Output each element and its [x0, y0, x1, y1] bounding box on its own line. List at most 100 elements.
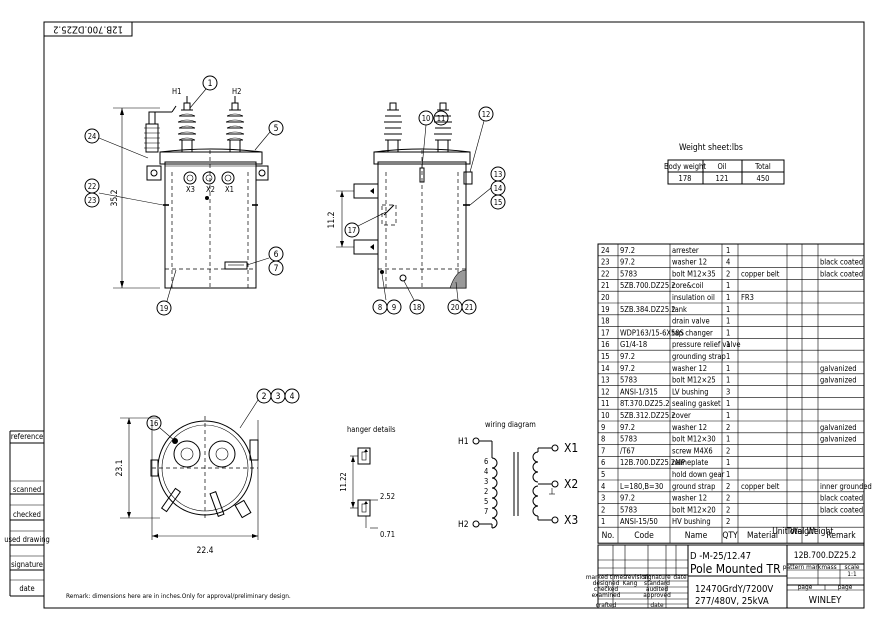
bom-row-qty: 1: [726, 364, 730, 373]
bom-row-code: 5ZB.384.DZ25.2: [620, 305, 676, 314]
bom-row-no: 23: [601, 258, 610, 267]
bom-row-no: 20: [601, 293, 610, 302]
weight-header-oil: Oil: [717, 162, 726, 171]
bom-row-qty: 1: [726, 352, 730, 361]
bom-row-qty: 2: [726, 482, 730, 491]
bom-row-remark: galvanized: [820, 423, 857, 432]
tb-marked: marked times: [586, 573, 626, 581]
balloon-22: 22: [88, 182, 97, 191]
side-label-scanned: scanned: [13, 485, 41, 494]
bom-row-code: 97.2: [620, 423, 635, 432]
bom-row-code: ANSI-15/50: [620, 517, 658, 526]
balloon-14: 14: [494, 184, 503, 193]
wiring-x3: X3: [564, 513, 578, 527]
side-label-checked: checked: [13, 510, 41, 519]
bom-row-no: 14: [601, 364, 610, 373]
bom-row-code: 5783: [620, 435, 637, 444]
bom-row-code: 5783: [620, 505, 637, 514]
bom-row-no: 2: [601, 505, 605, 514]
bom-row-name: HV bushing: [672, 517, 711, 526]
bom-row-no: 5: [601, 470, 605, 479]
front-h1-label: H1: [172, 87, 181, 96]
balloon-13: 13: [494, 170, 503, 179]
wiring-x1: X1: [564, 441, 578, 455]
bom-row-qty: 2: [726, 423, 730, 432]
tb-crafted: crafted: [596, 601, 617, 609]
side-balloons: 10 11 12 13 14 15 17 8 9 18 20 21: [344, 106, 506, 315]
bom-row-qty: 1: [726, 305, 730, 314]
bom-row-code: G1/4-18: [620, 340, 647, 349]
front-x3-label: X3: [186, 185, 195, 194]
wiring-tap-2: 2: [484, 487, 488, 496]
wiring-tap-3: 3: [484, 477, 488, 486]
bom-row-code: WDP163/15-6X50S: [620, 328, 684, 337]
side-view: 11.2 10 11 12 13 14 15 17 8 9 18: [327, 102, 506, 315]
wiring-tap-4: 4: [484, 467, 488, 476]
front-view: 35.2 H1 H2: [84, 75, 284, 316]
hanger-dim-3: 0.71: [380, 530, 395, 539]
bom-row-no: 12: [601, 387, 610, 396]
tb-approved: approved: [643, 591, 671, 599]
tb-designer: Kang: [623, 579, 638, 587]
top-dim-height: 23.1: [115, 459, 125, 476]
bom-row-qty: 1: [726, 399, 730, 408]
bom-row-no: 17: [601, 328, 610, 337]
bom-row-code: /T67: [620, 446, 635, 455]
bom-header-material: Material: [747, 531, 778, 541]
bom-row-no: 8: [601, 435, 605, 444]
bom-row-code: 5ZB.312.DZ25.2: [620, 411, 676, 420]
balloon-11: 11: [437, 114, 446, 123]
title-mass: mass: [821, 563, 836, 571]
bom-row-code: 97.2: [620, 494, 635, 503]
balloon-8: 8: [378, 303, 382, 312]
bom-row-code: 5783: [620, 376, 637, 385]
bom-row-name: pressure relief valve: [672, 340, 741, 349]
balloon-24: 24: [88, 132, 97, 141]
hanger-dim-2: 2.52: [380, 492, 395, 501]
bom-row-name: core&coil: [672, 281, 704, 290]
bom-row-no: 21: [601, 281, 610, 290]
title-page-2: page: [838, 583, 853, 591]
bom-row-qty: 1: [726, 281, 730, 290]
title-scale: scale: [844, 563, 859, 571]
bom-row-name: washer 12: [672, 364, 707, 373]
tb-date2: date: [650, 601, 664, 609]
balloon-17: 17: [348, 226, 357, 235]
wiring-tap-6: 6: [484, 457, 488, 466]
weight-value-total: 450: [757, 174, 770, 183]
bom-row-no: 10: [601, 411, 610, 420]
wiring-tap-5: 5: [484, 497, 488, 506]
balloon-16: 16: [150, 419, 159, 428]
weight-header-body: Body weight: [664, 162, 706, 171]
bom-row-qty: 1: [726, 435, 730, 444]
side-dim-height: 11.2: [327, 211, 337, 228]
tb-revision: revision: [626, 573, 649, 581]
bom-row-material: copper belt: [741, 482, 780, 491]
bom-row-name: washer 12: [672, 258, 707, 267]
weight-header-total: Total: [754, 162, 771, 171]
side-label-date: date: [19, 584, 34, 593]
bom-row-name: cover: [672, 411, 691, 420]
bom-row-no: 24: [601, 246, 610, 255]
bom-row-qty: 1: [726, 293, 730, 302]
title-model: D -M-25/12.47: [690, 551, 751, 562]
side-label-column: reference scanned checked used drawing s…: [4, 430, 50, 597]
balloon-4: 4: [290, 392, 295, 402]
tb-date: date: [673, 573, 687, 581]
top-view: 22.4 23.1 16 2 3 4: [115, 388, 300, 556]
bom-row-remark: galvanized: [820, 435, 857, 444]
bom-row-code: 8T.370.DZ25.2: [620, 399, 670, 408]
balloon-6: 6: [274, 250, 279, 260]
bom-header-remark: Remark: [826, 531, 856, 541]
weight-value-oil: 121: [716, 174, 729, 183]
bom-row-qty: 1: [726, 411, 730, 420]
bom-row-name: bolt M12×25: [672, 376, 716, 385]
bom-row-material: FR3: [741, 293, 754, 302]
bom-row-qty: 3: [726, 387, 730, 396]
bom-row-material: copper belt: [741, 269, 780, 278]
title-drawing-no: 12B.700.DZ25.2: [794, 551, 857, 561]
bom-row-name: washer 12: [672, 423, 707, 432]
bom-row-no: 16: [601, 340, 610, 349]
drawing-code-rotated: 12B.700.DZ25.2: [53, 24, 123, 35]
